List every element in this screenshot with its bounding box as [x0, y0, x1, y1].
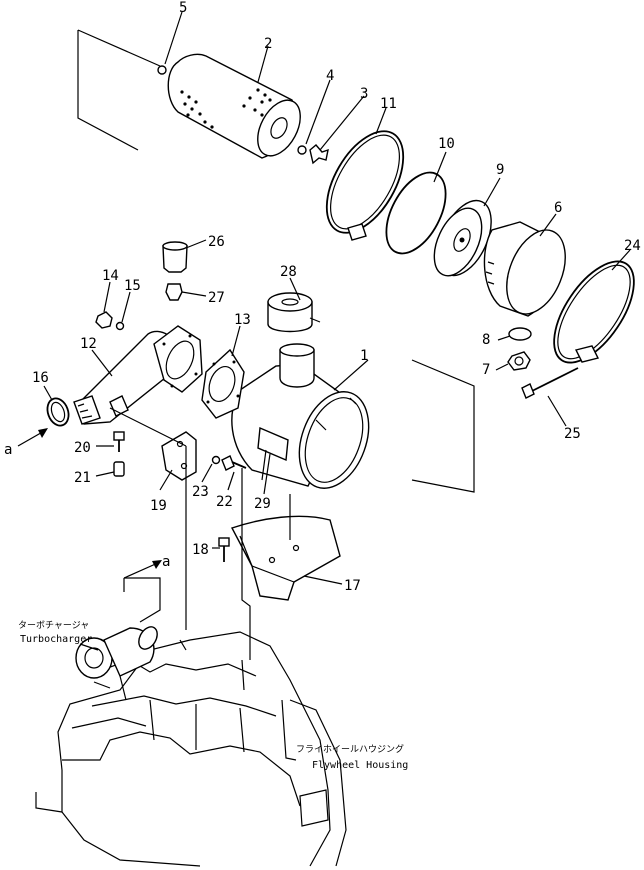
label-part-24: 24 [624, 238, 641, 254]
hose-clamp-16 [46, 397, 70, 427]
view-arrow-upper [123, 560, 162, 579]
turbocharger-label-jp: ターボチャージャ [18, 620, 89, 631]
baffle-disc-9 [433, 199, 492, 277]
nut-7 [507, 351, 531, 371]
label-part-7: 7 [482, 362, 490, 378]
label-part-16: 16 [32, 370, 49, 386]
label-part-17: 17 [344, 578, 361, 594]
dust-cup-6 [483, 221, 566, 317]
washer-23 [211, 455, 221, 465]
label-part-15: 15 [124, 278, 141, 294]
bracket-19 [161, 431, 197, 481]
label-part-8: 8 [482, 332, 490, 348]
spacer-21 [113, 461, 125, 477]
label-part-2: 2 [264, 36, 272, 52]
washer-4 [297, 145, 307, 155]
label-part-11: 11 [380, 96, 397, 112]
label-part-22: 22 [216, 494, 233, 510]
gasket-13 [201, 348, 245, 419]
support-bracket-17 [230, 515, 341, 601]
label-part-29: 29 [254, 496, 271, 512]
label-part-1: 1 [360, 348, 368, 364]
callout-leaders [43, 11, 631, 585]
label-part-20: 20 [74, 440, 91, 456]
air-cleaner-body-1 [231, 343, 370, 489]
label-part-12: 12 [80, 336, 97, 352]
label-part-3: 3 [360, 86, 368, 102]
outer-filter-element [167, 53, 301, 159]
leader-lines [77, 29, 475, 691]
turbocharger [75, 626, 158, 701]
label-part-18: 18 [192, 542, 209, 558]
turbocharger-label-en: Turbocharger [20, 634, 92, 645]
flywheel-label-en: Flywheel Housing [312, 760, 408, 771]
label-part-10: 10 [438, 136, 455, 152]
label-part-21: 21 [74, 470, 91, 486]
view-arrow-left [17, 428, 48, 447]
clamp-8 [508, 327, 532, 341]
bolt-22 [221, 455, 247, 471]
bolt-20 [113, 431, 125, 452]
bolt-18 [218, 537, 230, 562]
bolt-25 [521, 367, 579, 399]
washer-15 [115, 321, 125, 331]
nut-14 [95, 311, 113, 329]
clamp-band-11 [325, 130, 405, 241]
cap-28 [267, 292, 321, 333]
label-part-27: 27 [208, 290, 225, 306]
label-part-25: 25 [564, 426, 581, 442]
label-part-13: 13 [234, 312, 251, 328]
label-part-6: 6 [554, 200, 562, 216]
clamp-band-24 [553, 260, 635, 364]
label-part-19: 19 [150, 498, 167, 514]
nipple-27 [165, 283, 183, 301]
label-part-4: 4 [326, 68, 334, 84]
label-part-9: 9 [496, 162, 504, 178]
label-part-26: 26 [208, 234, 225, 250]
callout-pointers [79, 643, 297, 761]
elbow-12 [73, 325, 203, 425]
label-part-28: 28 [280, 264, 297, 280]
view-label-a-upper: a [162, 554, 170, 570]
view-label-a-left: a [4, 442, 12, 458]
part-labels: 5 2 4 3 11 10 9 6 24 26 28 14 15 27 13 8… [4, 0, 641, 771]
wing-nut-3 [309, 144, 329, 165]
nut-5 [157, 65, 167, 75]
cap-26 [162, 241, 188, 273]
label-part-14: 14 [102, 268, 119, 284]
flywheel-label-jp: フライホイールハウジング [296, 743, 404, 755]
label-part-23: 23 [192, 484, 209, 500]
label-part-5: 5 [179, 0, 187, 16]
